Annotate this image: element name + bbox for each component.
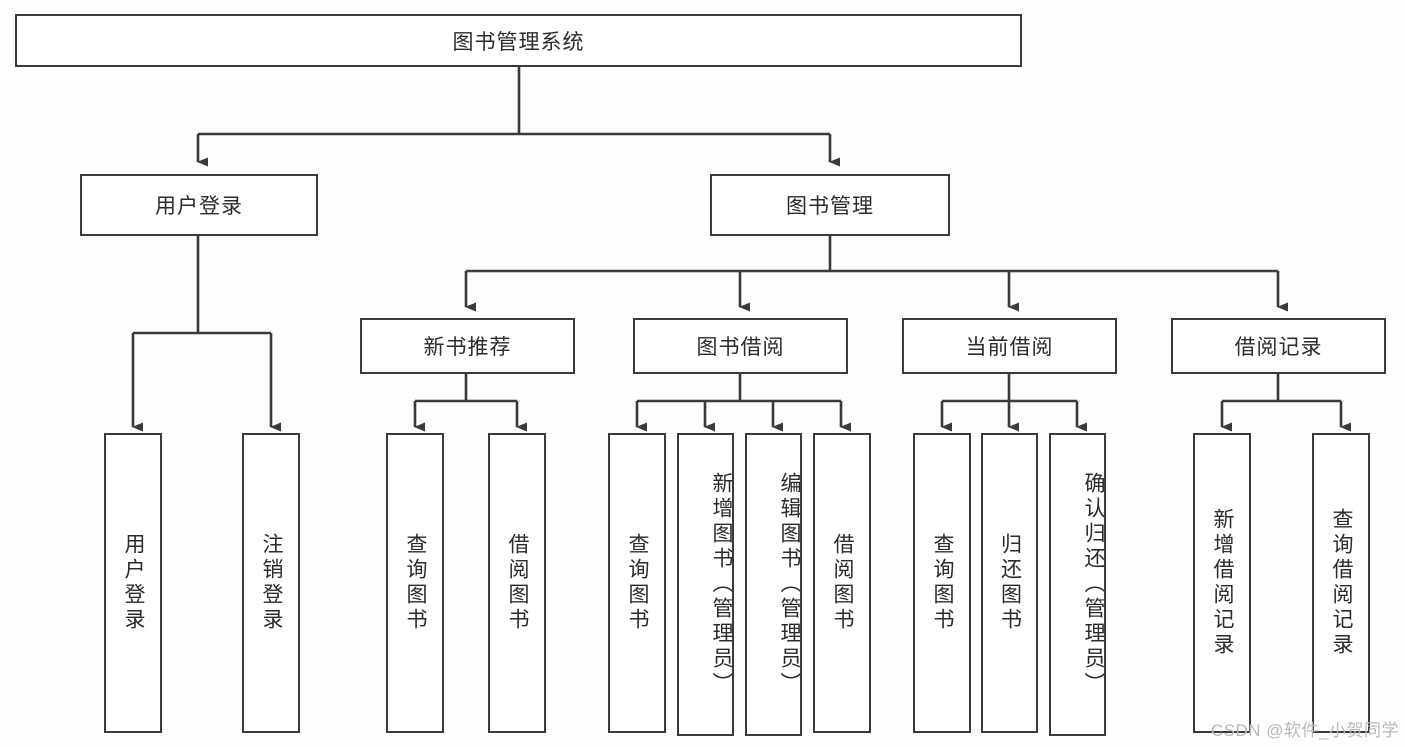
node-label: 新书推荐	[423, 336, 512, 359]
leaf-query-book-2[interactable]: 查询图书	[608, 433, 666, 733]
node-label: 新增借阅记录	[1211, 508, 1235, 658]
leaf-borrow-book-2[interactable]: 借阅图书	[813, 433, 871, 733]
leaf-confirm-return[interactable]: 确认归还（管理员）	[1049, 433, 1106, 736]
node-book-borrow[interactable]: 图书借阅	[633, 318, 848, 374]
node-label: 图书借阅	[696, 336, 785, 359]
node-label: 注销登录	[260, 533, 284, 633]
node-label: 图书管理	[786, 195, 874, 218]
node-label: 新增图书（管理员）	[710, 472, 733, 697]
node-label: 图书管理系统	[452, 30, 585, 54]
node-label: 借阅图书	[506, 533, 530, 633]
node-new-book-recommend[interactable]: 新书推荐	[360, 318, 575, 374]
node-label: 用户登录	[155, 195, 243, 218]
node-label: 查询图书	[404, 533, 428, 633]
leaf-user-login[interactable]: 用户登录	[104, 433, 162, 733]
leaf-query-book-3[interactable]: 查询图书	[913, 433, 971, 733]
node-book-management[interactable]: 图书管理	[710, 174, 950, 236]
leaf-logout-login[interactable]: 注销登录	[242, 433, 300, 733]
node-label: 归还图书	[998, 533, 1022, 633]
leaf-query-record[interactable]: 查询借阅记录	[1312, 433, 1370, 733]
node-label: 用户登录	[122, 533, 146, 633]
node-label: 编辑图书（管理员）	[778, 472, 801, 697]
node-current-borrow[interactable]: 当前借阅	[902, 318, 1117, 374]
node-label: 查询图书	[626, 533, 650, 633]
node-user-login[interactable]: 用户登录	[80, 174, 318, 236]
node-label: 借阅记录	[1234, 336, 1323, 359]
leaf-query-book-1[interactable]: 查询图书	[386, 433, 444, 733]
leaf-add-book[interactable]: 新增图书（管理员）	[677, 433, 734, 736]
node-root-book-management-system[interactable]: 图书管理系统	[15, 14, 1022, 67]
csdn-watermark: CSDN @软件_小贺同学	[1210, 721, 1399, 740]
node-label: 查询图书	[931, 533, 955, 633]
leaf-edit-book[interactable]: 编辑图书（管理员）	[745, 433, 802, 736]
node-label: 当前借阅	[965, 336, 1054, 359]
node-label: 借阅图书	[831, 533, 855, 633]
leaf-borrow-book-1[interactable]: 借阅图书	[488, 433, 546, 733]
node-borrow-record[interactable]: 借阅记录	[1171, 318, 1386, 374]
node-label: 查询借阅记录	[1330, 508, 1354, 658]
node-label: 确认归还（管理员）	[1082, 472, 1105, 697]
leaf-return-book[interactable]: 归还图书	[981, 433, 1038, 733]
leaf-add-record[interactable]: 新增借阅记录	[1193, 433, 1251, 733]
